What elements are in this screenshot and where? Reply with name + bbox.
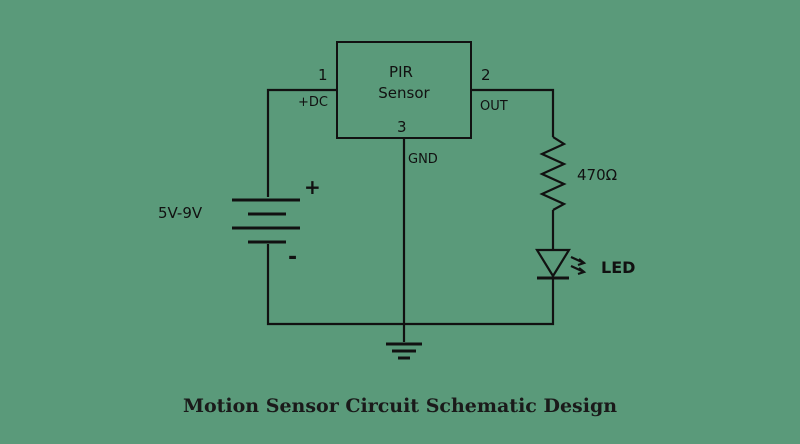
led-emission-arrowhead-1 xyxy=(577,258,587,267)
resistor-value-label: 470Ω xyxy=(577,166,617,184)
led-diode-triangle xyxy=(535,248,571,279)
pin-2-label: OUT xyxy=(480,99,508,114)
pin-1-number: 1 xyxy=(318,66,328,84)
battery-plus-sign: + xyxy=(304,175,321,199)
wire-out xyxy=(471,88,555,137)
sensor-label-line2: Sensor xyxy=(378,84,430,102)
sensor-label-line1: PIR xyxy=(389,63,413,81)
led-emission-arrowhead-2 xyxy=(577,267,587,276)
battery-voltage-label: 5V-9V xyxy=(158,204,203,222)
pin-3-number: 3 xyxy=(397,118,407,136)
diagram-caption: Motion Sensor Circuit Schematic Design xyxy=(182,395,618,417)
resistor-470 xyxy=(539,136,567,211)
battery-minus-sign: - xyxy=(288,245,297,270)
pin-3-label: GND xyxy=(408,152,438,167)
wire-led-return xyxy=(404,278,555,326)
pin-1-label: +DC xyxy=(298,95,328,110)
pin-2-number: 2 xyxy=(481,66,491,84)
wire-battery-negative xyxy=(266,244,404,326)
led-label: LED xyxy=(601,258,635,277)
wire-dc-positive xyxy=(266,88,337,197)
